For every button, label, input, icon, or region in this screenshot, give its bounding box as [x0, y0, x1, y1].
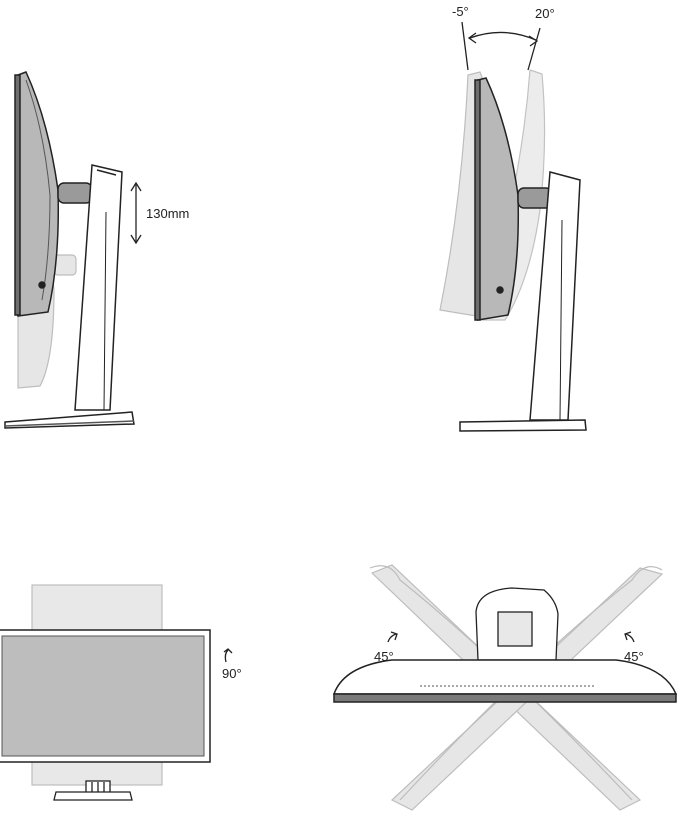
height-adjustment-diagram: 130mm [4, 71, 189, 429]
pivot-angle-label: 90° [222, 666, 242, 681]
stand-base [4, 411, 135, 429]
stand-base-tilt [459, 419, 587, 432]
pivot-diagram: 90° [0, 584, 242, 801]
monitor-side-profile-tilt [474, 77, 553, 321]
monitor-top-view [332, 659, 678, 703]
tilt-diagram: -5° 20° [439, 4, 587, 432]
swivel-left-arrow [387, 631, 398, 643]
height-arrow [130, 181, 142, 245]
tilt-back-label: -5° [452, 4, 469, 19]
stand-swivel-top [475, 587, 559, 661]
monitor-tilt-ghost-back [477, 69, 546, 321]
swivel-right-arrow [624, 631, 635, 643]
stand-pivot [53, 780, 133, 801]
swivel-diagram: 45° 45° [332, 564, 678, 811]
swivel-left-label: 45° [374, 649, 394, 664]
stand-column [74, 164, 123, 411]
tilt-arc-indicator [461, 21, 541, 71]
height-range-label: 130mm [146, 206, 189, 221]
tilt-forward-label: 20° [535, 6, 555, 21]
pivot-rotate-arrow [223, 648, 233, 663]
monitor-side-profile [14, 71, 93, 317]
monitor-landscape [0, 629, 211, 763]
swivel-right-label: 45° [624, 649, 644, 664]
